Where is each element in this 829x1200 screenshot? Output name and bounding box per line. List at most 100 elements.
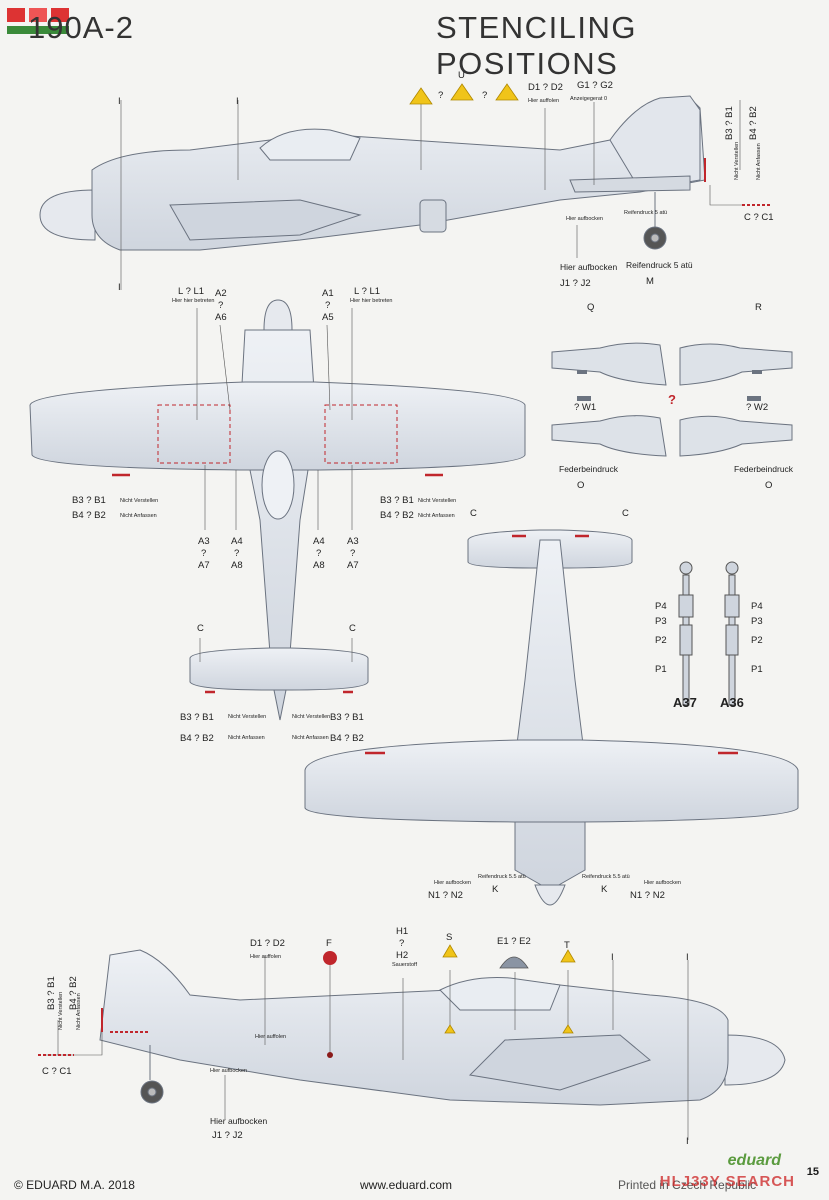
label-anzeigegerat: Anzeigegerat 0 — [570, 96, 607, 102]
label-B4B2-stab-right: B4 ? B2 — [330, 733, 364, 744]
label-reifendruck-pb-left: Reifendruck 5.5 atü — [478, 874, 526, 880]
gauge-icon — [499, 956, 529, 969]
warning-triangle-icons-bottom — [442, 944, 576, 1034]
label-B3B1-stab-right: B3 ? B1 — [330, 712, 364, 723]
label-A4-left: A4 — [231, 536, 243, 547]
label-A8-left: A8 — [231, 560, 243, 571]
label-H-q: ? — [399, 938, 405, 949]
label-P2-left: P2 — [655, 635, 667, 646]
model-title: 190A-2 — [28, 10, 134, 45]
label-G1G2: G1 ? G2 — [577, 80, 613, 91]
label-hier-auffolen-fuselage: Hier auffolen — [255, 1034, 287, 1040]
copyright-text: © EDUARD M.A. 2018 — [14, 1178, 135, 1192]
label-A2-q: ? — [218, 300, 224, 311]
label-A3-left-q: ? — [201, 548, 207, 559]
label-A4-right: A4 — [313, 536, 325, 547]
label-nicht-anfassen-plan-left: Nicht Anfassen — [120, 513, 157, 519]
label-B4B2-plan-right: B4 ? B2 — [380, 510, 414, 521]
label-nicht-verstellen-top: Nicht Verstellen — [734, 141, 740, 180]
label-hier-auffolen-bottom: Hier auffolen — [250, 954, 282, 960]
label-federbeindruck-right: Federbeindruck — [734, 464, 794, 474]
label-P3-left: P3 — [655, 616, 667, 627]
label-A4-left-q: ? — [234, 548, 240, 559]
label-P3-right: P3 — [751, 616, 763, 627]
label-red-question: ? — [668, 392, 676, 407]
label-nicht-anfassen-stab-left: Nicht Anfassen — [228, 735, 265, 741]
label-hier-aufbocken-pb-right: Hier aufbocken — [644, 880, 681, 886]
label-nicht-anfassen-top: Nicht Anfassen — [756, 143, 762, 180]
label-J1J2-top: J1 ? J2 — [560, 278, 591, 289]
label-H1: H1 — [396, 926, 409, 937]
label-W1: ? W1 — [574, 402, 597, 413]
label-R: R — [755, 302, 762, 313]
label-M: M — [646, 276, 654, 287]
plan-view-top — [29, 299, 526, 721]
label-A2: A2 — [215, 288, 227, 299]
label-nicht-verstellen-plan-left: Nicht Verstellen — [120, 498, 159, 504]
label-C-stab-right: C — [349, 623, 356, 634]
label-LL1-right: L ? L1 — [354, 286, 381, 297]
label-nicht-anfassen-stab-right: Nicht Anfassen — [292, 735, 329, 741]
label-P4-right: P4 — [751, 601, 763, 612]
label-A3-left: A3 — [198, 536, 210, 547]
strut-icons — [577, 370, 762, 401]
label-nicht-verstellen-stab-left: Nicht Verstellen — [228, 714, 267, 720]
label-B3B1-top: B3 ? B1 — [724, 106, 735, 140]
side-view-top — [39, 95, 706, 251]
label-C-stab-left: C — [197, 623, 204, 634]
label-C-bottom-right: C — [622, 508, 629, 519]
label-B4B2-plan-left: B4 ? B2 — [72, 510, 106, 521]
label-reifendruck-pb-right: Reifendruck 5.5 atü — [582, 874, 630, 880]
label-K-right: K — [601, 884, 608, 895]
label-hier-aufbocken-fuselage: Hier aufbocken — [210, 1068, 247, 1074]
label-hier-aufbocken-pb-left: Hier aufbocken — [434, 880, 471, 886]
label-hier-betreten-right: Hier hier betreten — [350, 298, 393, 304]
label-T: T — [564, 940, 570, 951]
label-nicht-verstellen-stab-right: Nicht Verstellen — [292, 714, 331, 720]
page-title: STENCILING POSITIONS — [436, 10, 638, 81]
label-q1: ? — [438, 90, 444, 101]
label-reifendruck-tiny: Reifendruck 5 atü — [624, 210, 668, 216]
label-H2: H2 — [396, 950, 409, 961]
label-B3B1-bottom: B3 ? B1 — [46, 976, 57, 1010]
label-B4B2-top: B4 ? B2 — [748, 106, 759, 140]
eduard-logo: eduard — [727, 1152, 781, 1169]
page-number: 15 — [806, 1166, 819, 1178]
label-W2: ? W2 — [746, 402, 769, 413]
watermark-logo-icon — [5, 4, 75, 38]
label-F: F — [326, 938, 332, 949]
label-hier-aufbocken-tiny: Hier aufbocken — [566, 216, 603, 222]
label-I-bottom-right: I — [686, 952, 689, 963]
label-q2: ? — [482, 90, 488, 101]
label-A7-left: A7 — [198, 560, 210, 571]
label-nicht-verstellen-bottom: Nicht Verstellen — [58, 991, 64, 1030]
label-S: S — [446, 932, 453, 943]
label-A1-q: ? — [325, 300, 331, 311]
label-J1J2-bottom: J1 ? J2 — [212, 1130, 243, 1141]
label-A7-right: A7 — [347, 560, 359, 571]
label-A37: A37 — [673, 695, 697, 710]
label-reifendruck-top: Reifendruck 5 atü — [626, 260, 693, 270]
label-A4-right-q: ? — [316, 548, 322, 559]
watermark-text: HLJ33Y SEARCH — [659, 1173, 795, 1190]
label-B4B2-stab-left: B4 ? B2 — [180, 733, 214, 744]
plan-view-bottom — [304, 529, 799, 906]
label-D1D2-top: D1 ? D2 — [528, 82, 563, 93]
label-I-bottom: I — [118, 282, 121, 293]
label-LL1-left: L ? L1 — [178, 286, 205, 297]
label-E1E2: E1 ? E2 — [497, 936, 531, 947]
flap-details — [551, 342, 793, 457]
oxygen-badge-icon — [323, 951, 337, 1058]
label-O-left: O — [577, 480, 585, 491]
label-A8-right: A8 — [313, 560, 325, 571]
label-hier-aufbocken-top: Hier aufbocken — [560, 262, 618, 272]
label-O-right: O — [765, 480, 773, 491]
label-nicht-anfassen-bottom: Nicht Anfassen — [76, 993, 82, 1030]
label-P1-right: P1 — [751, 664, 763, 675]
printed-text: Printed in Czech Republic — [618, 1178, 757, 1192]
label-I-bottom-left: I — [611, 952, 614, 963]
label-A1: A1 — [322, 288, 334, 299]
label-hier-auffolen-top: Hier auffolen — [528, 98, 560, 104]
